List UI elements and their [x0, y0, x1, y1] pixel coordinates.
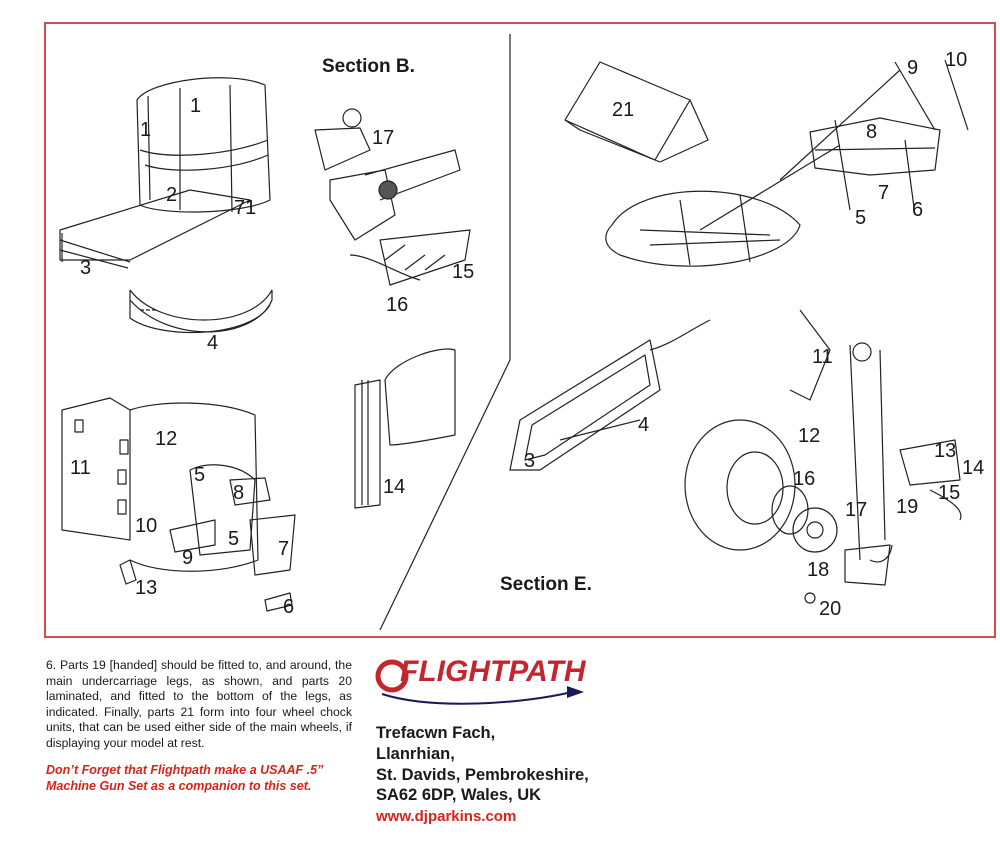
part-label: 12 [155, 428, 178, 450]
flightpath-logo [375, 659, 584, 705]
part-label: 1 [190, 95, 202, 117]
part-label: 1 [140, 119, 152, 141]
part-label: 71 [234, 197, 257, 219]
part-label: 11 [70, 457, 91, 479]
part-label: 21 [612, 99, 635, 121]
panel-14-drawing [354, 348, 456, 509]
part-label: 8 [866, 121, 878, 143]
part-label: 13 [934, 440, 957, 462]
logo-text: FLIGHTPATH [400, 655, 586, 688]
part-label: 5 [855, 207, 867, 229]
section-divider-slant [379, 359, 511, 631]
part-label: 5 [228, 528, 240, 550]
part-label: 15 [938, 482, 961, 504]
part-label: 11 [812, 346, 833, 368]
address-line-2: Llanrhian, [376, 745, 455, 763]
part-label: 6 [283, 596, 295, 618]
part-label: 10 [945, 49, 968, 71]
part-label: 8 [233, 482, 245, 504]
part-label: 17 [845, 499, 868, 521]
promo-note: Don’t Forget that Flightpath make a USAA… [46, 763, 324, 793]
part-label: 12 [798, 425, 821, 447]
main-wheel-drawing [684, 309, 962, 604]
part-label: 7 [278, 538, 290, 560]
fairing-drawing [605, 59, 969, 267]
part-label: 10 [135, 515, 158, 537]
part-label: 3 [524, 450, 536, 472]
address-line-4: SA62 6DP, Wales, UK [376, 786, 542, 804]
part-label: 7 [878, 182, 890, 204]
part-label: 13 [135, 577, 158, 599]
part-label: 20 [819, 598, 842, 620]
seat-drawing [59, 77, 273, 334]
control-column-drawing [314, 108, 471, 286]
diagram-frame [44, 22, 996, 638]
section-b-title: Section B. [322, 56, 415, 77]
part-label: 17 [372, 127, 395, 149]
part-label: 5 [194, 464, 206, 486]
wheel-chock-drawing [564, 61, 709, 163]
part-label: 18 [807, 559, 830, 581]
address-line-3: St. Davids, Pembrokeshire, [376, 766, 589, 784]
part-label: 3 [80, 257, 92, 279]
part-label: 2 [166, 184, 178, 206]
door-panel-e-drawing [509, 319, 711, 471]
section-e-title: Section E. [500, 574, 592, 595]
part-label: 15 [452, 261, 475, 283]
part-label: 4 [207, 332, 219, 354]
part-label: 19 [896, 496, 919, 518]
part-label: 14 [383, 476, 406, 498]
part-label: 9 [182, 547, 194, 569]
part-label: 4 [638, 414, 650, 436]
website-link[interactable]: www.djparkins.com [376, 808, 517, 825]
seat-frame-lower-drawing [61, 397, 296, 612]
part-label: 16 [386, 294, 409, 316]
address-line-1: Trefacwn Fach, [376, 724, 496, 742]
part-label: 9 [907, 57, 919, 79]
part-label: 16 [793, 468, 816, 490]
part-label: 14 [962, 457, 985, 479]
part-label: 6 [912, 199, 924, 221]
instruction-note: 6. Parts 19 [handed] should be fitted to… [46, 658, 352, 750]
